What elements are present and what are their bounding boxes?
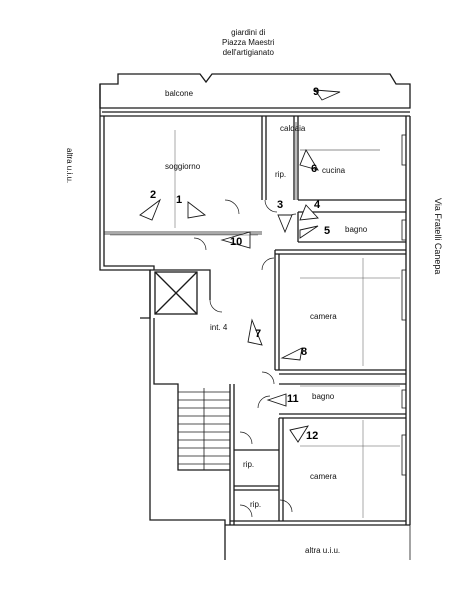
soggiorno-label: soggiorno xyxy=(165,162,201,171)
altra-uiu-bottom-label: altra u.i.u. xyxy=(305,546,341,555)
view-number-11: 11 xyxy=(287,393,299,405)
cucina-label: cucina xyxy=(322,166,346,175)
caldaia-label: caldaia xyxy=(280,124,306,133)
view-number-9: 9 xyxy=(313,86,320,98)
balcone-label: balcone xyxy=(165,89,194,98)
view-number-8: 8 xyxy=(301,346,308,358)
street-label: Via Fratelli Canepa xyxy=(433,198,443,275)
camera-label-1: camera xyxy=(310,312,337,321)
view-number-7: 7 xyxy=(255,328,262,340)
rip-label-3: rip. xyxy=(250,500,262,509)
altra-uiu-left-label: altra u.i.u. xyxy=(65,148,74,184)
top-note-line-2: Piazza Maestri xyxy=(222,38,275,47)
view-number-12: 12 xyxy=(306,430,319,442)
view-number-4: 4 xyxy=(314,199,321,211)
view-number-3: 3 xyxy=(277,199,284,211)
rip-label-1: rip. xyxy=(275,170,287,179)
bagno-label-1: bagno xyxy=(345,225,368,234)
int4-label: int. 4 xyxy=(210,323,228,332)
view-number-6: 6 xyxy=(311,163,318,175)
view-number-1: 1 xyxy=(176,194,183,206)
bagno-label-2: bagno xyxy=(312,392,335,401)
view-number-2: 2 xyxy=(150,189,157,201)
top-note-line-1: giardini di xyxy=(231,28,266,37)
view-number-10: 10 xyxy=(230,236,243,248)
top-note: giardini di Piazza Maestri dell'artigian… xyxy=(222,28,274,58)
camera-label-2: camera xyxy=(310,472,337,481)
view-number-5: 5 xyxy=(324,225,331,237)
rip-label-2: rip. xyxy=(243,460,255,469)
top-note-line-3: dell'artigianato xyxy=(222,48,274,57)
